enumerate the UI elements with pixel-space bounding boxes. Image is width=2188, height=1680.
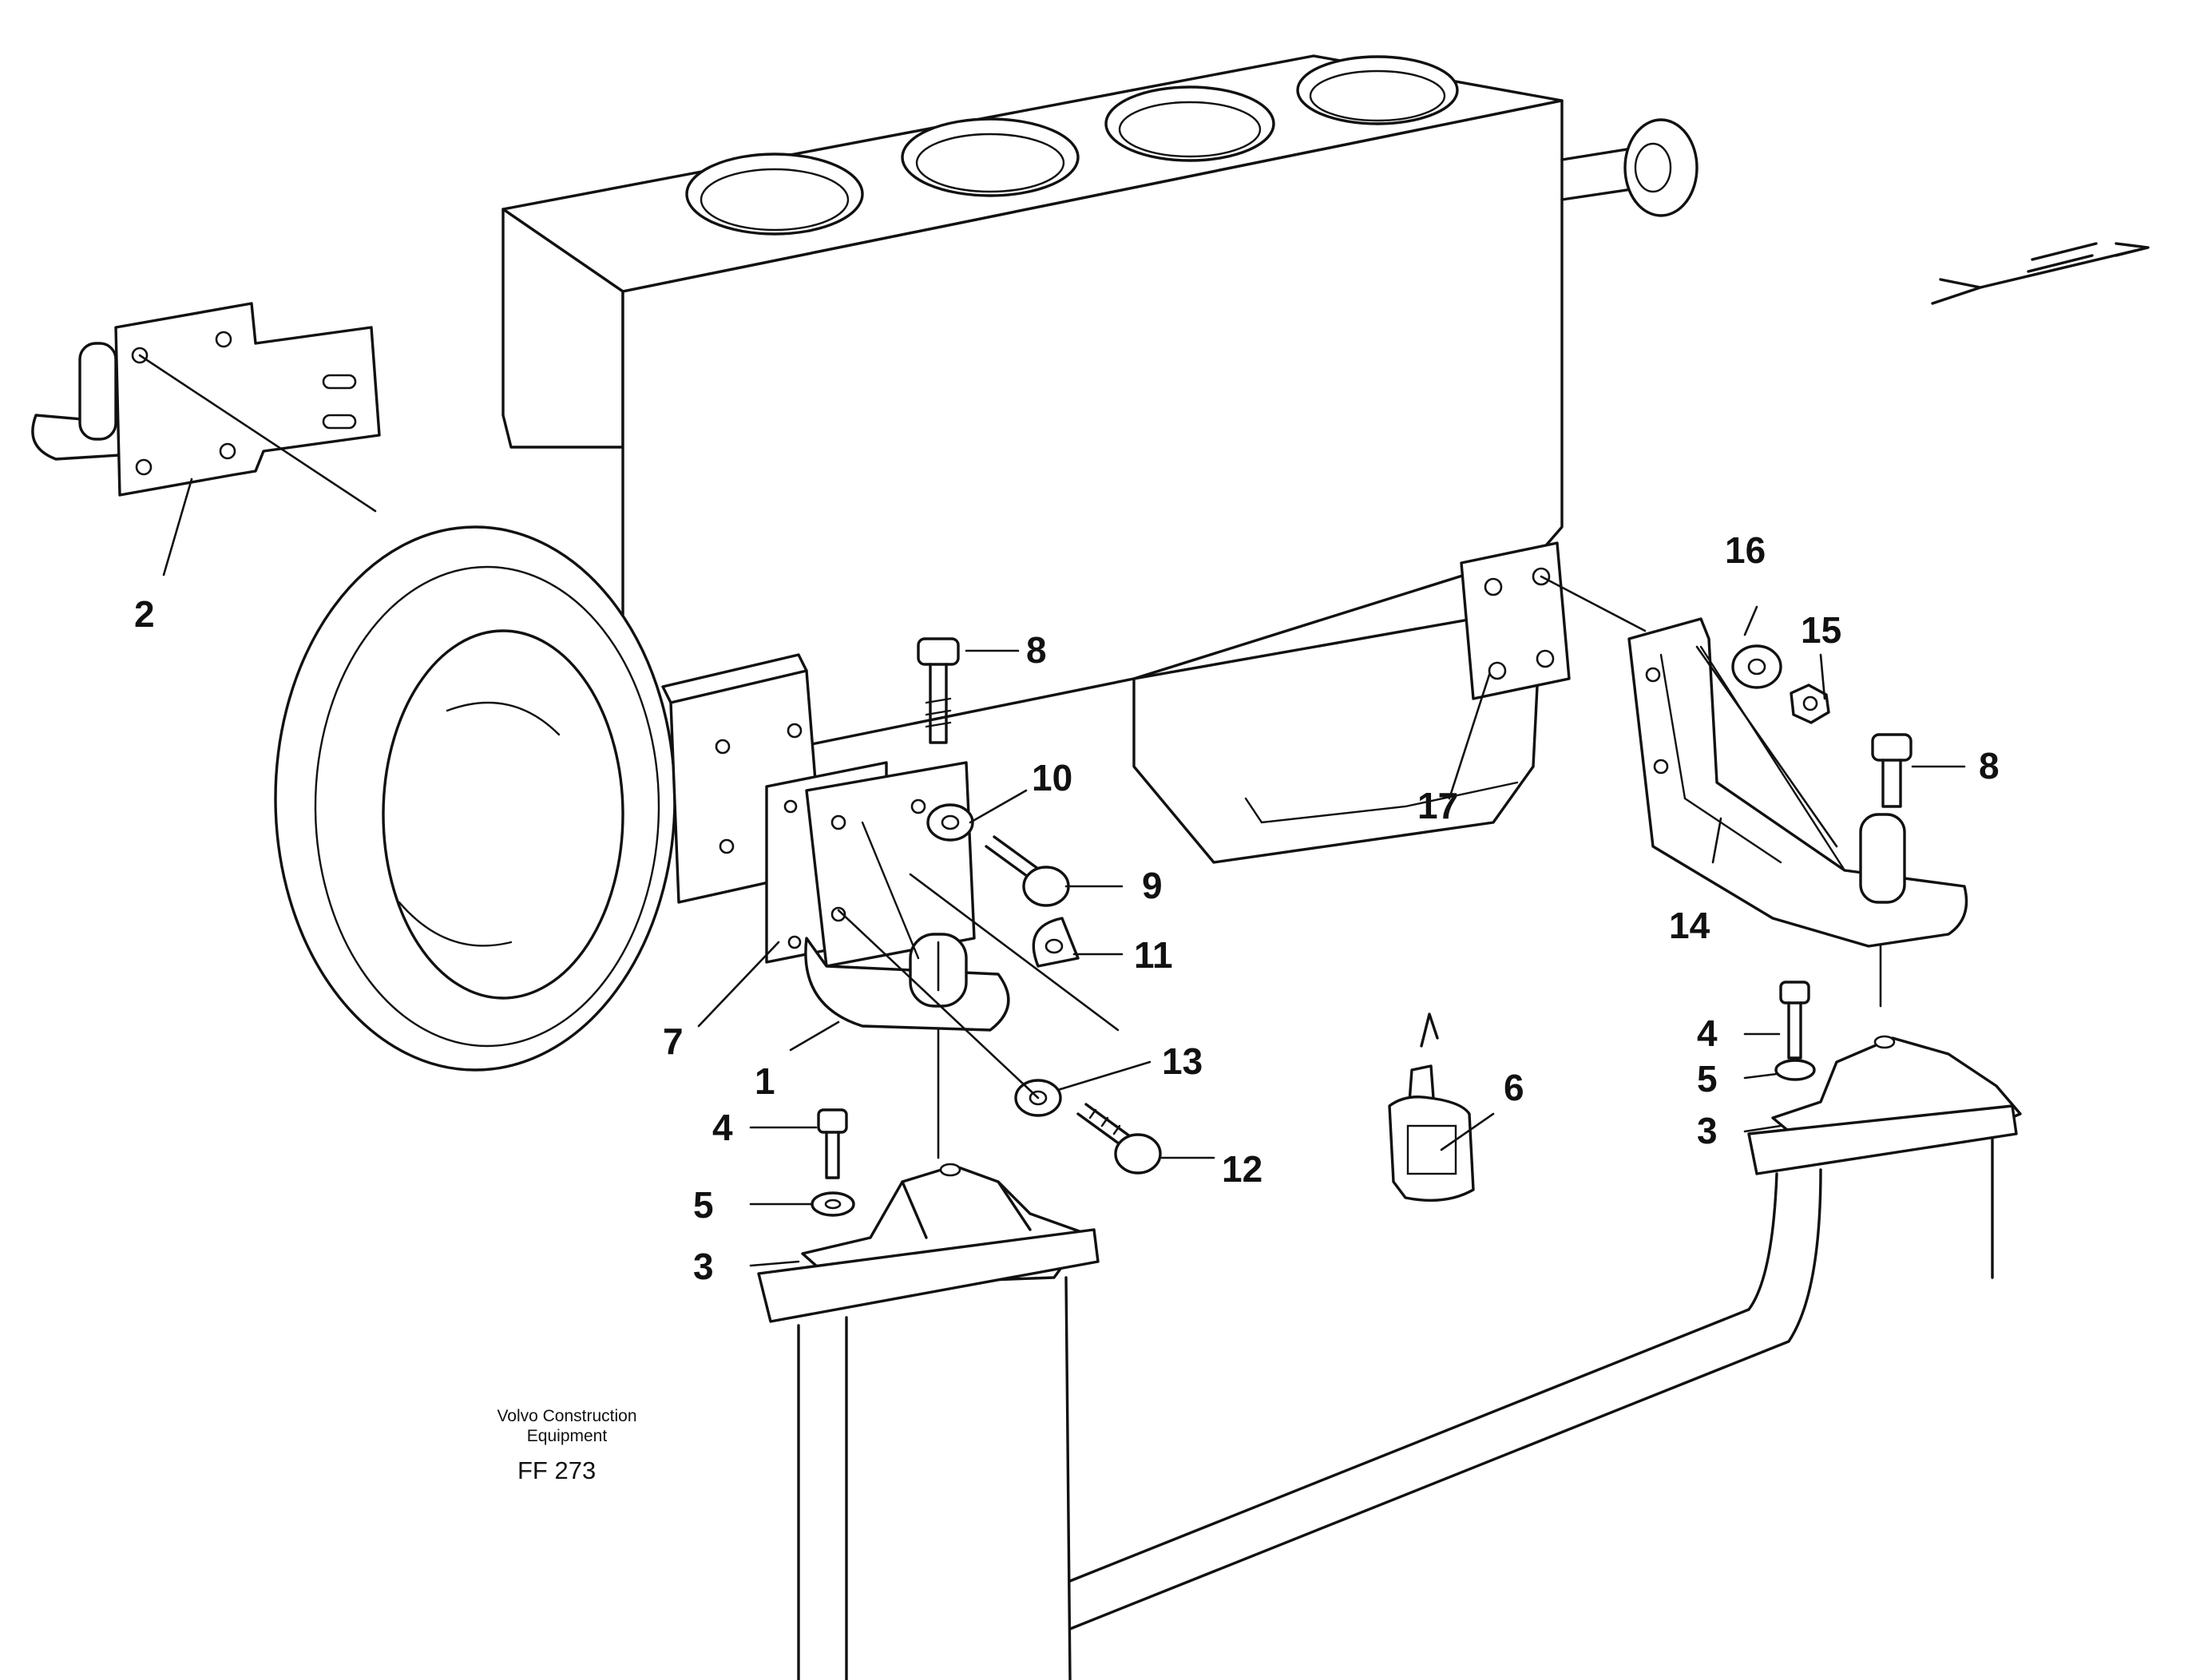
part-6-bottle	[1388, 1012, 1475, 1202]
callout-16: 16	[1725, 529, 1766, 571]
callout-7: 7	[663, 1020, 684, 1062]
callout-5-front: 5	[693, 1184, 714, 1226]
caption: Volvo Construction Equipment FF 273	[497, 1407, 636, 1484]
callout-13: 13	[1162, 1040, 1203, 1082]
caption-company-line2: Equipment	[527, 1427, 608, 1445]
part-15-nut	[1790, 683, 1830, 724]
caption-company-line1: Volvo Construction	[497, 1407, 636, 1425]
callout-3-rear: 3	[1697, 1110, 1718, 1151]
callout-11: 11	[1134, 934, 1173, 976]
callout-4-front: 4	[712, 1107, 733, 1148]
callout-15: 15	[1801, 609, 1841, 651]
part-8-bolt-front	[917, 637, 960, 744]
engine-block	[274, 54, 1698, 1072]
direction-arrow-icon	[1931, 242, 2150, 305]
part-9-bolt	[985, 835, 1070, 907]
callout-3-front: 3	[693, 1246, 714, 1287]
part-11-tab-plate	[909, 873, 1120, 1032]
callout-8-rear: 8	[1979, 745, 2000, 787]
part-10-washer	[926, 803, 974, 842]
callout-2: 2	[134, 593, 155, 635]
part-1-engine-mount-bracket	[804, 761, 1010, 1032]
callout-6: 6	[1504, 1067, 1524, 1108]
part-12-bolt	[837, 909, 1162, 1175]
callout-17: 17	[1417, 785, 1458, 826]
callout-1: 1	[755, 1060, 775, 1102]
callout-14: 14	[1669, 905, 1710, 946]
callout-leaders	[162, 477, 1966, 1267]
part-2-front-bracket	[31, 302, 381, 513]
caption-figure-code: FF 273	[517, 1456, 596, 1484]
front-rubber-mount	[757, 1028, 1100, 1680]
callout-9: 9	[1142, 865, 1163, 906]
callout-4-rear: 4	[1697, 1012, 1718, 1054]
callout-labels: 2 8 10 9 11 7 1 13 12 4 5 3 6 17 14 16 1…	[134, 529, 2000, 1287]
part-16-spacer	[1731, 644, 1782, 689]
callout-8-front: 8	[1026, 629, 1047, 671]
callout-10: 10	[1032, 757, 1072, 798]
part-14-rear-bracket	[1540, 575, 1968, 948]
rear-rubber-mount	[1068, 945, 2022, 1630]
callout-5-rear: 5	[1697, 1058, 1718, 1100]
callout-12: 12	[1222, 1148, 1262, 1190]
part-8-bolt-rear	[1871, 733, 1913, 808]
